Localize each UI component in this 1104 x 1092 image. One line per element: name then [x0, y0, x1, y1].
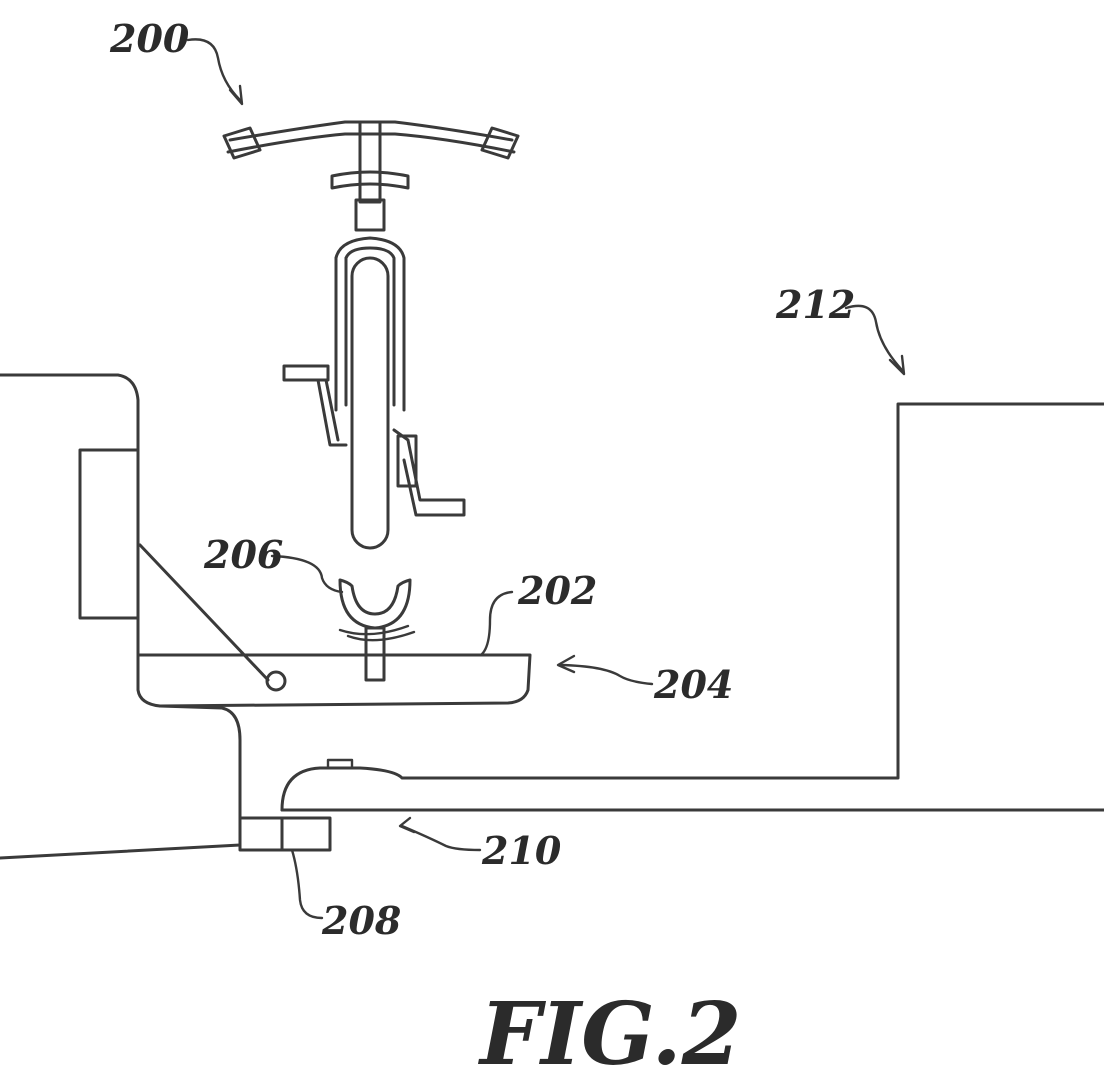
vehicle-body	[0, 373, 242, 860]
label-212: 212	[775, 282, 855, 327]
label-200: 200	[109, 16, 190, 61]
left-grip	[222, 126, 262, 160]
label-206: 206	[203, 532, 283, 577]
vehicle-tail-light	[78, 448, 140, 620]
label-208: 208	[321, 898, 401, 943]
pivot-pin	[265, 670, 287, 692]
label-210: 210	[481, 828, 562, 873]
leader-210	[400, 824, 482, 852]
support-strut	[138, 543, 270, 682]
leader-200	[186, 38, 242, 102]
bicycle	[222, 120, 520, 550]
leader-208	[290, 848, 324, 920]
figure-caption: FIG.2	[477, 984, 741, 1085]
leader-206	[270, 554, 344, 594]
coupler-and-tongue	[280, 402, 1104, 812]
label-204: 204	[653, 662, 733, 707]
carrier-platform	[136, 543, 532, 708]
leader-202	[480, 590, 514, 656]
label-202: 202	[517, 568, 597, 613]
right-grip	[480, 126, 520, 160]
leader-204	[558, 663, 654, 686]
wheel-cradle	[338, 578, 416, 682]
hitch-receiver	[238, 816, 332, 852]
leader-212	[844, 304, 904, 372]
